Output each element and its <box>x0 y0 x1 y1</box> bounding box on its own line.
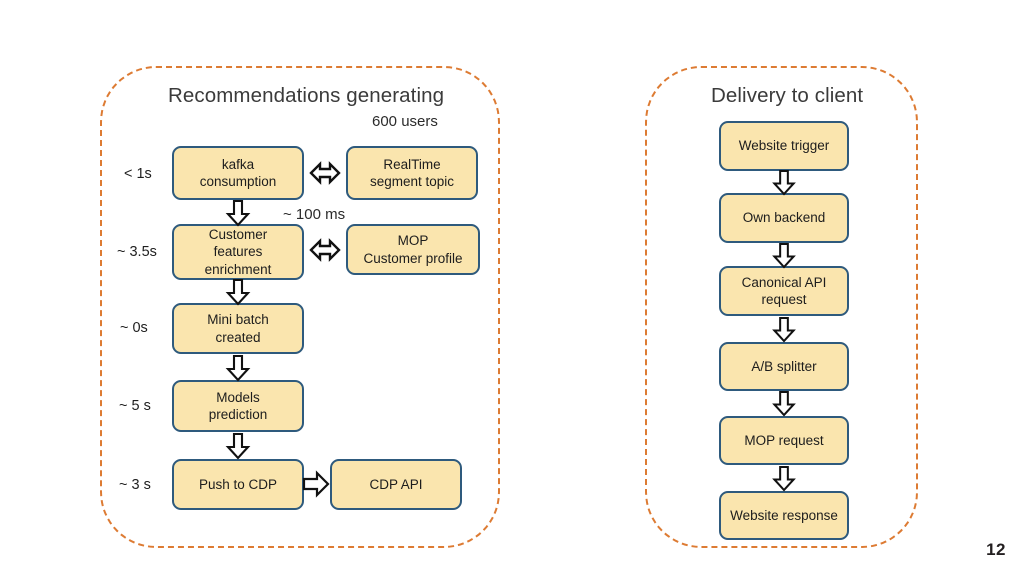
down-block-arrow-icon <box>772 242 796 269</box>
process-box-models-prediction[interactable]: Models prediction <box>172 380 304 432</box>
process-box-website-trigger[interactable]: Website trigger <box>719 121 849 171</box>
group-panel-recommendations <box>100 66 500 548</box>
process-box-cdp-api[interactable]: CDP API <box>330 459 462 510</box>
process-box-mini-batch-created[interactable]: Mini batch created <box>172 303 304 354</box>
process-box-push-to-cdp[interactable]: Push to CDP <box>172 459 304 510</box>
down-block-arrow-icon <box>225 199 251 227</box>
down-block-arrow-icon <box>225 354 251 382</box>
process-box-customer-features-enrichment[interactable]: Customer features enrichment <box>172 224 304 280</box>
annotation-latency: ~ 100 ms <box>283 206 346 223</box>
down-block-arrow-icon <box>225 278 251 306</box>
timing-label-models-prediction: ~ 5 s <box>119 398 151 414</box>
page-number: 12 <box>986 540 1006 559</box>
process-box-kafka-consumption[interactable]: kafka consumption <box>172 146 304 200</box>
process-box-mop-request[interactable]: MOP request <box>719 416 849 465</box>
down-block-arrow-icon <box>772 390 796 417</box>
annotation-users-count: 600 users <box>372 113 438 130</box>
process-box-ab-splitter[interactable]: A/B splitter <box>719 342 849 391</box>
right-block-arrow-icon <box>302 470 330 498</box>
timing-label-push-to-cdp: ~ 3 s <box>119 477 151 493</box>
process-box-canonical-api-request[interactable]: Canonical API request <box>719 266 849 316</box>
process-box-realtime-segment-topic[interactable]: RealTime segment topic <box>346 146 478 200</box>
process-box-website-response[interactable]: Website response <box>719 491 849 540</box>
right-panel-title: Delivery to client <box>711 84 864 107</box>
process-box-own-backend[interactable]: Own backend <box>719 193 849 243</box>
down-block-arrow-icon <box>772 316 796 343</box>
down-block-arrow-icon <box>772 169 796 196</box>
double-headed-horizontal-arrow-icon <box>309 160 341 186</box>
double-headed-horizontal-arrow-icon <box>309 237 341 263</box>
down-block-arrow-icon <box>772 465 796 492</box>
group-panel-delivery <box>645 66 918 548</box>
timing-label-kafka-consumption: < 1s <box>124 166 152 182</box>
timing-label-customer-features-enrichment: ~ 3.5s <box>117 244 157 260</box>
down-block-arrow-icon <box>225 432 251 460</box>
process-box-mop-customer-profile[interactable]: MOP Customer profile <box>346 224 480 275</box>
left-panel-title: Recommendations generating <box>168 84 445 107</box>
timing-label-mini-batch-created: ~ 0s <box>120 320 148 336</box>
